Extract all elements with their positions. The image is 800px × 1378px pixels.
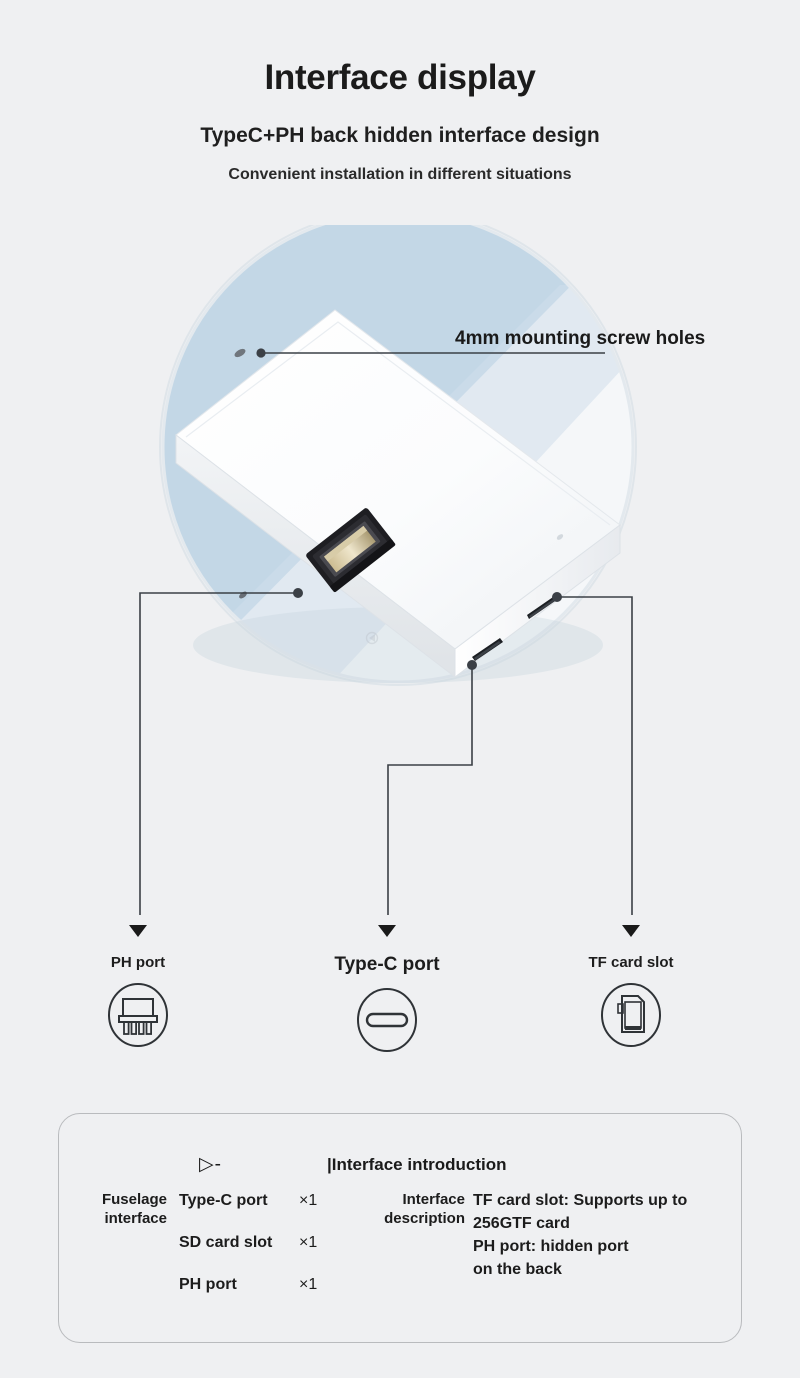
spec-row-qty: ×1 — [299, 1234, 318, 1251]
spec-key-description: Interface description — [384, 1191, 465, 1227]
port-legend-type-c: Type-C port — [287, 925, 487, 1053]
ph-connector-on-device — [306, 508, 396, 593]
spec-key-fuselage: Fuselage interface — [101, 1191, 167, 1227]
spec-panel-heading: |Interface introduction — [327, 1155, 507, 1174]
callout-screw-holes — [256, 348, 605, 358]
down-triangle-icon — [129, 925, 147, 937]
tf-card-slot-on-device — [527, 595, 558, 619]
spec-panel-header: ▷- |Interface introduction — [59, 1152, 741, 1178]
device-body — [175, 309, 621, 683]
spec-row-qty: ×1 — [299, 1276, 318, 1293]
port-label-type-c: Type-C port — [334, 954, 440, 975]
leader-line-type-c-port — [387, 660, 477, 915]
leader-line-ph-port — [139, 588, 303, 915]
spec-row-name: PH port — [179, 1276, 237, 1293]
spec-note-line: PH port: hidden port — [473, 1238, 629, 1255]
port-legend-tf-card: TF card slot — [531, 925, 731, 1048]
product-illustration — [0, 225, 800, 935]
spec-note-line: on the back — [473, 1261, 562, 1278]
down-triangle-icon — [622, 925, 640, 937]
page-tagline: Convenient installation in different sit… — [228, 166, 572, 183]
ph-connector-icon — [105, 982, 171, 1048]
spec-note-line: TF card slot: Supports up to — [473, 1192, 688, 1209]
callout-label-screw-holes: 4mm mounting screw holes — [455, 328, 706, 349]
down-triangle-icon — [378, 925, 396, 937]
usb-c-connector-icon — [354, 987, 420, 1053]
play-triangle-icon: ▷- — [199, 1154, 222, 1175]
screw-hole-marker — [234, 348, 246, 358]
type-c-port-on-device — [472, 638, 503, 661]
leader-line-tf-card-slot — [552, 592, 633, 915]
port-label-tf-card: TF card slot — [588, 954, 674, 971]
port-label-ph: PH port — [110, 954, 166, 971]
spec-rows-description: TF card slot: Supports up to 256GTF card… — [473, 1190, 687, 1282]
port-legend-ph: PH port — [38, 925, 238, 1048]
page-title: Interface display — [264, 58, 536, 97]
spec-row-name: SD card slot — [179, 1234, 273, 1251]
spec-note-line: 256GTF card — [473, 1215, 570, 1232]
tf-card-icon — [598, 982, 664, 1048]
page-subtitle: TypeC+PH back hidden interface design — [200, 124, 600, 147]
spec-row-name: Type-C port — [179, 1192, 268, 1209]
device-logo-mark — [365, 631, 379, 645]
page-header: Interface display TypeC+PH back hidden i… — [0, 0, 800, 184]
port-legend-row: PH port Type-C port — [0, 925, 800, 1085]
spec-row-qty: ×1 — [299, 1192, 318, 1209]
interface-introduction-panel: ▷- |Interface introduction Fuselage inte… — [58, 1113, 742, 1343]
